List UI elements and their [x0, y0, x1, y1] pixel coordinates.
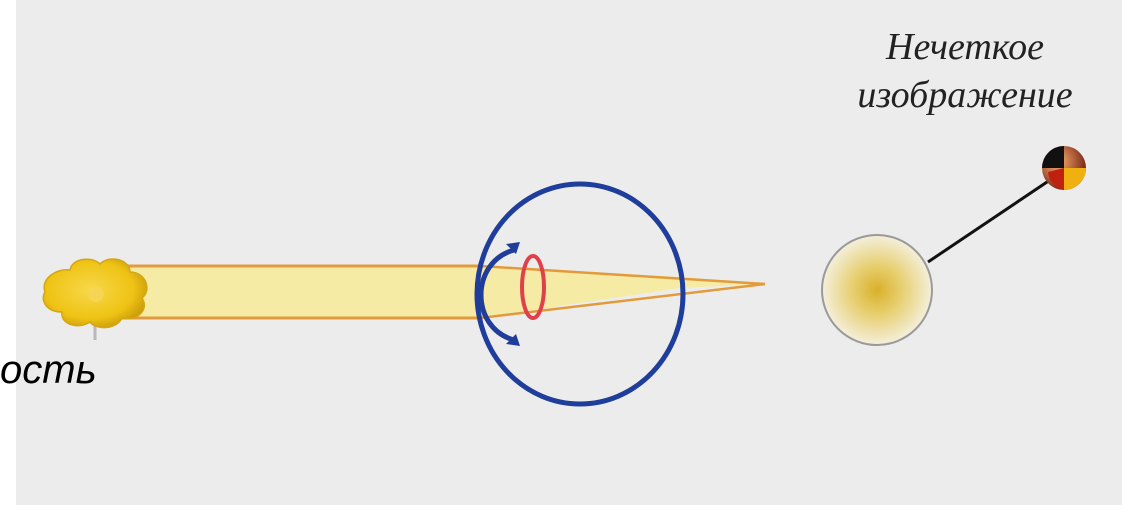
blurred-image-caption: Нечеткое изображение: [815, 24, 1115, 119]
light-beam: [95, 266, 765, 318]
pointer-line: [928, 180, 1050, 262]
caption-line-2: изображение: [815, 72, 1115, 120]
blurred-image-spot: [822, 235, 932, 345]
focus-ball-icon: [1042, 146, 1086, 190]
left-caption: ость: [0, 350, 97, 390]
caption-line-1: Нечеткое: [815, 24, 1115, 72]
